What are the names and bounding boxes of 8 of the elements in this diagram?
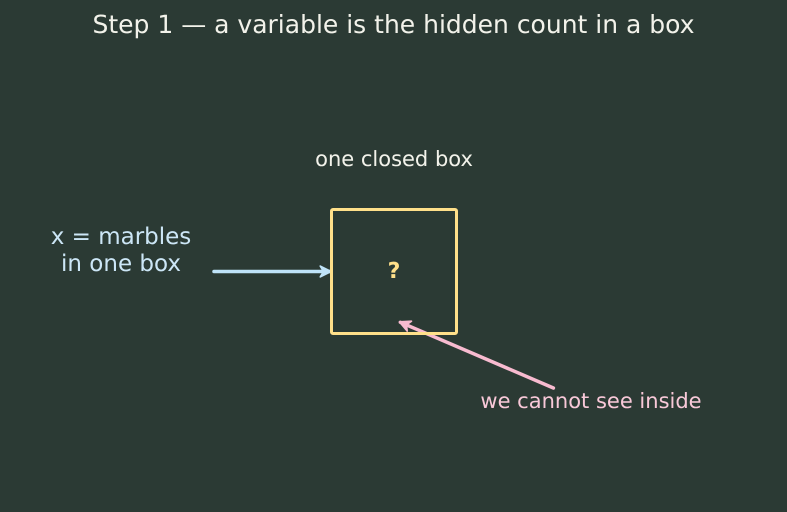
box-caption: one closed box	[315, 146, 473, 172]
closed-box	[330, 208, 458, 335]
variable-definition: x = marbles in one box	[46, 224, 196, 278]
callout-text: we cannot see inside	[480, 388, 702, 414]
arrow	[212, 265, 332, 278]
arrow	[398, 320, 556, 390]
question-mark: ?	[388, 258, 400, 284]
title: Step 1 — a variable is the hidden count in a box	[91, 9, 696, 41]
